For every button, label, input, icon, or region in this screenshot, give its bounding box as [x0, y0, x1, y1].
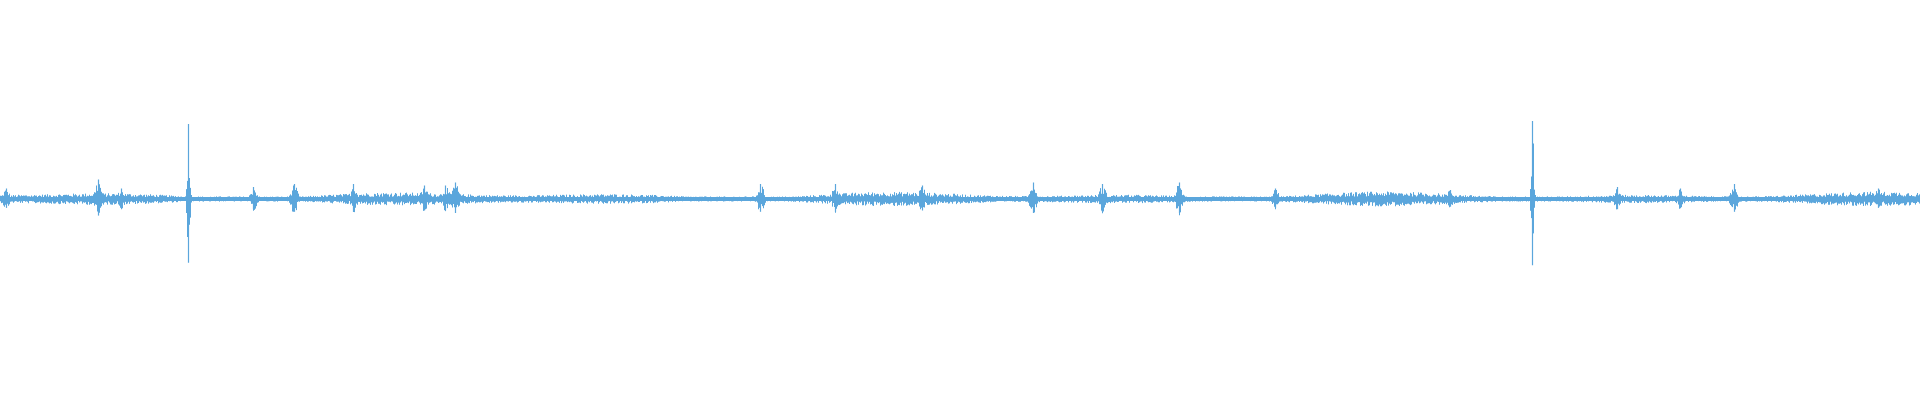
waveform-signal [0, 126, 1920, 245]
waveform-group [0, 121, 1920, 266]
